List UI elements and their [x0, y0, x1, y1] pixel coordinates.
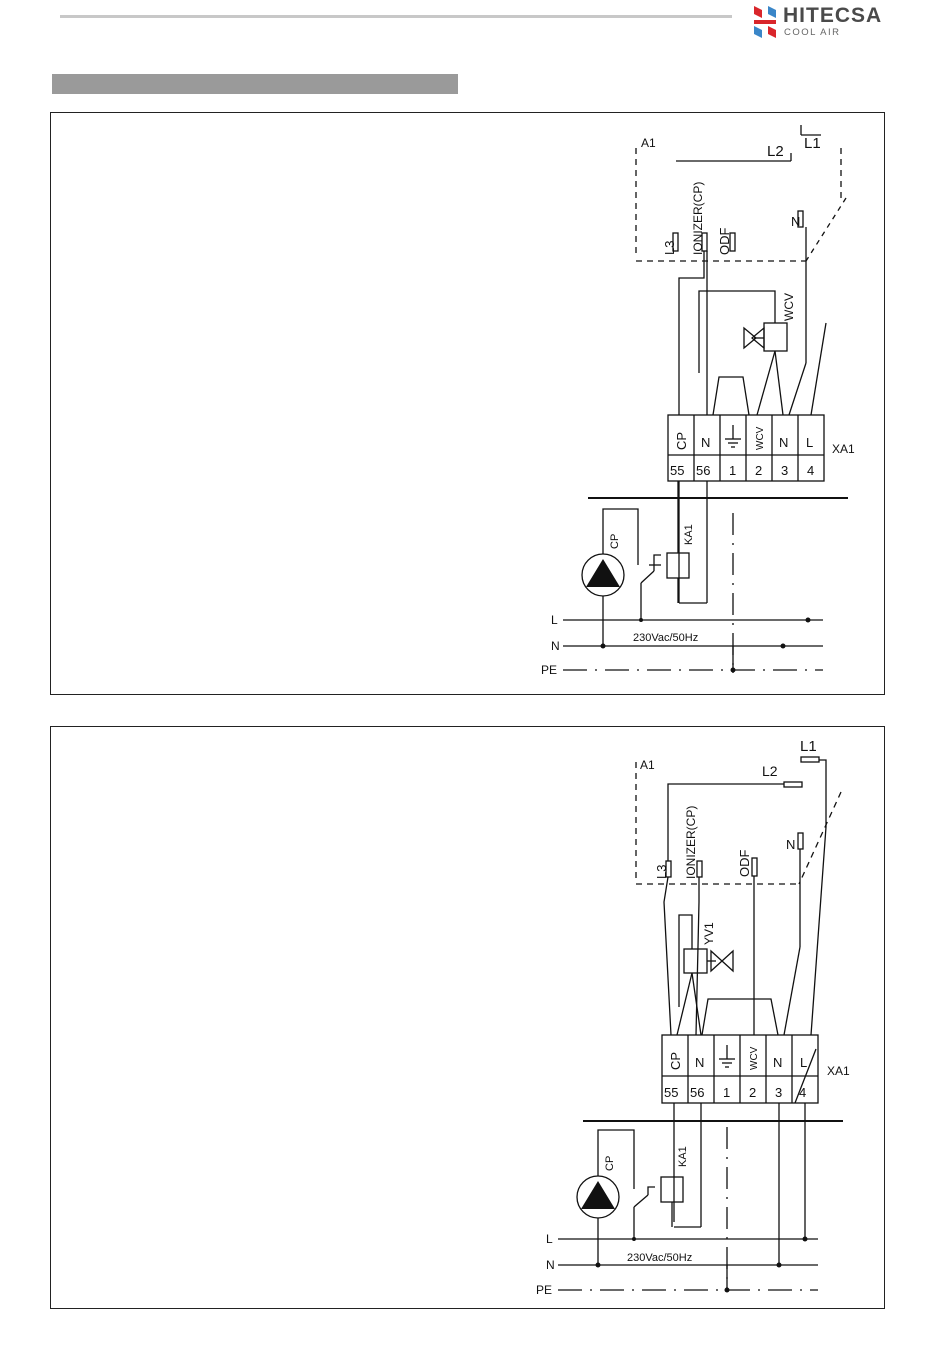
- connector-l3-label: L3: [654, 865, 669, 879]
- line-n-label: N: [546, 1258, 555, 1272]
- terminal-top-1: CP: [668, 1052, 683, 1070]
- connector-l2-label: L2: [762, 763, 778, 779]
- line-pe-label: PE: [541, 663, 557, 677]
- connector-l3-label: L3: [662, 241, 677, 255]
- board-label: A1: [641, 136, 656, 150]
- terminal-bottom-5: 3: [775, 1085, 782, 1100]
- terminal-top-4: WCV: [755, 426, 766, 450]
- terminal-top-2: N: [701, 435, 710, 450]
- connector-n-label: N: [791, 214, 800, 229]
- connector-n-label: N: [786, 837, 795, 852]
- line-pe-label: PE: [536, 1283, 552, 1297]
- terminal-top-2: N: [695, 1055, 704, 1070]
- line-l-label: L: [551, 613, 558, 627]
- terminal-block-label: XA1: [827, 1064, 850, 1078]
- terminal-bottom-2: 56: [690, 1085, 704, 1100]
- connector-ionizer-label: IONIZER(CP): [691, 182, 705, 255]
- wiring-diagram-2: A1 L2 L1 N L3 IONIZER(CP) ODF YV1 XA1 CP…: [51, 727, 884, 1308]
- pump-label: CP: [604, 1156, 616, 1171]
- terminal-block-label: XA1: [832, 442, 855, 456]
- connector-ionizer-label: IONIZER(CP): [684, 806, 698, 879]
- supply-label: 230Vac/50Hz: [627, 1252, 692, 1264]
- board-label: A1: [640, 758, 655, 772]
- relay-label: KA1: [683, 524, 695, 545]
- section-title-bar: [52, 74, 458, 94]
- valve-label: YV1: [702, 922, 716, 945]
- terminal-top-1: CP: [674, 432, 689, 450]
- terminal-bottom-1: 55: [664, 1085, 678, 1100]
- terminal-bottom-4: 2: [755, 463, 762, 478]
- terminal-bottom-6: 4: [807, 463, 814, 478]
- terminal-bottom-4: 2: [749, 1085, 756, 1100]
- wiring-diagram-panel-1: A1 L2 L1 N L3 IONIZER(CP) ODF WCV XA1 CP…: [50, 112, 885, 695]
- supply-label: 230Vac/50Hz: [633, 632, 698, 644]
- terminal-bottom-3: 1: [723, 1085, 730, 1100]
- connector-l1-label: L1: [804, 135, 821, 152]
- wiring-diagram-1: A1 L2 L1 N L3 IONIZER(CP) ODF WCV XA1 CP…: [51, 113, 884, 694]
- valve-label: WCV: [782, 293, 796, 321]
- connector-l1-label: L1: [800, 738, 817, 755]
- terminal-bottom-2: 56: [696, 463, 710, 478]
- connector-odf-label: ODF: [737, 850, 752, 878]
- brand-name: HITECSA: [783, 4, 882, 28]
- line-n-label: N: [551, 639, 560, 653]
- terminal-bottom-6: 4: [799, 1085, 806, 1100]
- brand-tagline: COOL AIR: [784, 27, 841, 38]
- header-rule: [60, 15, 732, 18]
- terminal-top-5: N: [779, 435, 788, 450]
- terminal-bottom-1: 55: [670, 463, 684, 478]
- terminal-top-5: N: [773, 1055, 782, 1070]
- connector-l2-label: L2: [767, 143, 784, 160]
- relay-label: KA1: [677, 1146, 689, 1167]
- terminal-bottom-5: 3: [781, 463, 788, 478]
- connector-odf-label: ODF: [717, 228, 732, 256]
- terminal-top-4: WCV: [749, 1046, 760, 1070]
- wiring-diagram-panel-2: A1 L2 L1 N L3 IONIZER(CP) ODF YV1 XA1 CP…: [50, 726, 885, 1309]
- line-l-label: L: [546, 1232, 553, 1246]
- terminal-top-6: L: [806, 435, 813, 450]
- terminal-bottom-3: 1: [729, 463, 736, 478]
- pump-label: CP: [609, 534, 621, 549]
- terminal-top-6: L: [800, 1055, 807, 1070]
